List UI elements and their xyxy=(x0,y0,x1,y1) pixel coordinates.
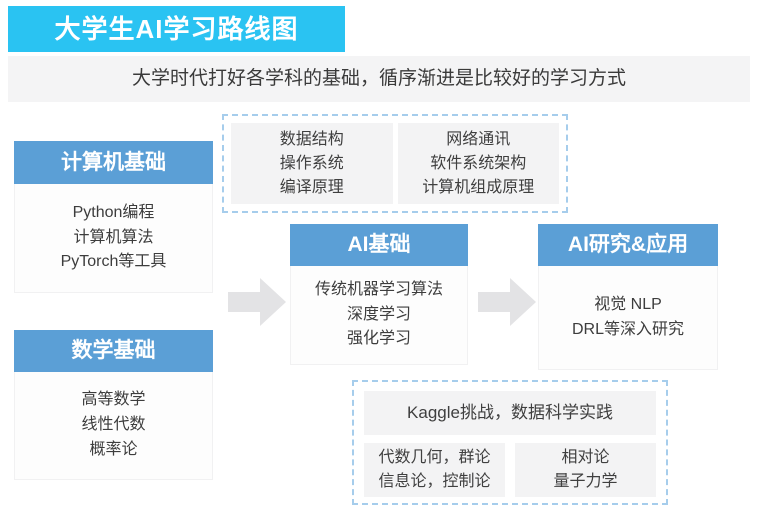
math-basics-body: 高等数学 线性代数 概率论 xyxy=(14,372,213,480)
text-line: 软件系统架构 xyxy=(430,154,527,172)
text-line: 概率论 xyxy=(89,440,138,458)
ai-research-body: 视觉 NLP DRL等深入研究 xyxy=(538,266,718,370)
text-line: 数据结构 xyxy=(279,130,344,148)
computer-basics-header: 计算机基础 xyxy=(14,141,213,184)
text-line: 操作系统 xyxy=(279,154,344,172)
advanced-math-box: 代数几何，群论 信息论，控制论 xyxy=(364,443,505,497)
physics-box: 相对论 量子力学 xyxy=(515,443,656,497)
cs-courses-group: 数据结构 操作系统 编译原理 网络通讯 软件系统架构 计算机组成原理 xyxy=(222,114,568,213)
text-line: 编译原理 xyxy=(279,178,344,196)
right-arrow-icon xyxy=(478,278,536,326)
page-title: 大学生AI学习路线图 xyxy=(8,6,345,52)
text-line: 量子力学 xyxy=(553,473,618,490)
math-basics-header: 数学基础 xyxy=(14,330,213,372)
text-line: 信息论，控制论 xyxy=(378,473,491,490)
text-line: 代数几何，群论 xyxy=(378,449,491,466)
arrow-head xyxy=(260,278,286,326)
text-line: 线性代数 xyxy=(81,416,146,434)
kaggle-practice-box: Kaggle挑战，数据科学实践 xyxy=(364,391,656,435)
text-line: 传统机器学习算法 xyxy=(314,280,443,298)
arrow-shaft xyxy=(228,292,260,312)
cs-system-courses-box: 网络通讯 软件系统架构 计算机组成原理 xyxy=(397,123,559,204)
text-line: 视觉 NLP xyxy=(594,295,662,313)
right-arrow-icon xyxy=(228,278,286,326)
ai-research-header: AI研究&应用 xyxy=(538,224,718,266)
computer-basics-body: Python编程 计算机算法 PyTorch等工具 xyxy=(14,184,213,293)
text-line: 计算机组成原理 xyxy=(422,178,535,196)
text-line: DRL等深入研究 xyxy=(571,320,684,338)
arrow-shaft xyxy=(478,292,510,312)
practice-group: Kaggle挑战，数据科学实践 代数几何，群论 信息论，控制论 相对论 量子力学 xyxy=(352,380,668,505)
text-line: 强化学习 xyxy=(346,330,411,348)
text-line: 相对论 xyxy=(561,449,610,466)
ai-basics-body: 传统机器学习算法 深度学习 强化学习 xyxy=(290,266,468,365)
subtitle: 大学时代打好各学科的基础，循序渐进是比较好的学习方式 xyxy=(8,56,750,102)
ai-basics-header: AI基础 xyxy=(290,224,468,266)
text-line: PyTorch等工具 xyxy=(60,253,167,271)
text-line: 高等数学 xyxy=(81,391,146,409)
advanced-topics-row: 代数几何，群论 信息论，控制论 相对论 量子力学 xyxy=(364,443,656,497)
text-line: Python编程 xyxy=(72,203,155,221)
arrow-head xyxy=(510,278,536,326)
text-line: 网络通讯 xyxy=(446,130,511,148)
cs-core-courses-box: 数据结构 操作系统 编译原理 xyxy=(231,123,393,204)
text-line: 深度学习 xyxy=(346,305,411,323)
text-line: 计算机算法 xyxy=(73,228,154,246)
